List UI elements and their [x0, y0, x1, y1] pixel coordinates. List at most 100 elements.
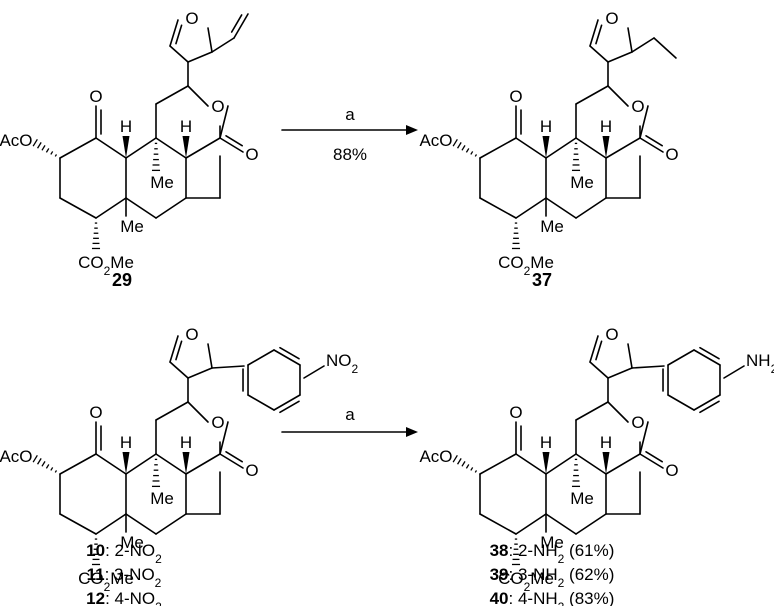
bond	[95, 453, 127, 475]
lactone-oxygen-label: O	[631, 413, 644, 432]
bond	[207, 27, 213, 53]
acetoxy-hash-bond	[452, 454, 478, 473]
ketone-oxygen-label: O	[89, 403, 102, 422]
reaction-arrow-2	[281, 427, 418, 437]
bond	[515, 513, 547, 535]
bond	[185, 453, 221, 475]
bond	[605, 453, 641, 475]
bond	[219, 105, 229, 139]
furan-double-bond-inner	[595, 24, 603, 45]
bond	[59, 453, 97, 475]
bond	[627, 27, 633, 53]
bond	[155, 137, 187, 159]
lactone-junction-h-label: H	[180, 117, 192, 136]
ring-junction-h-label: H	[120, 433, 132, 452]
furan-oxygen-label: O	[185, 325, 198, 344]
lactone-carbonyl-bond-inner	[645, 451, 663, 463]
amino-compound-label-39: 39: 3-NH2 (62%)	[490, 565, 615, 590]
bond	[627, 343, 633, 369]
methyl-ester-label: CO2Me	[498, 569, 554, 594]
bond	[211, 37, 235, 53]
bond	[607, 367, 633, 379]
ring-junction-h-label: H	[120, 117, 132, 136]
amino-compound-label-40: 40: 4-NH2 (83%)	[490, 589, 615, 606]
bond	[545, 513, 577, 535]
bond	[607, 51, 633, 63]
bond	[607, 401, 629, 423]
bond	[207, 343, 213, 369]
reagent-label-2: a	[345, 405, 355, 424]
methyl-ester-label: CO2Me	[498, 253, 554, 278]
bond	[479, 453, 517, 475]
bond	[169, 45, 189, 63]
bond	[155, 197, 187, 219]
arrow-head	[406, 125, 418, 135]
lactone-oxygen-label: O	[211, 413, 224, 432]
hash-stroke	[452, 138, 458, 147]
lactone-carbonyl-bond	[639, 453, 664, 469]
h-wedge-bond	[602, 136, 610, 158]
hash-stroke	[456, 458, 462, 465]
aryl-double-bond	[273, 394, 301, 411]
methyl-hash-bond	[571, 458, 581, 488]
aryl-bond	[667, 394, 695, 411]
acetoxy-label: AcO	[419, 131, 452, 150]
bond	[185, 137, 221, 159]
hash-stroke	[45, 464, 50, 469]
bond	[575, 137, 607, 159]
bond	[187, 85, 209, 107]
ketone-oxygen-label: O	[509, 403, 522, 422]
hash-stroke	[470, 151, 474, 155]
bond	[575, 401, 609, 421]
bond	[187, 51, 213, 63]
h-wedge-bond	[182, 452, 190, 474]
h-wedge-bond	[542, 452, 550, 474]
bond	[187, 367, 213, 379]
bond	[545, 197, 577, 219]
bond	[155, 513, 187, 535]
aryl-double-bond	[693, 349, 721, 366]
bond	[187, 401, 209, 423]
hash-stroke	[474, 154, 478, 157]
nitro-compound-label-11: 11: 3-NO2	[87, 565, 162, 590]
hash-stroke	[452, 454, 458, 463]
compound-number-37: 37	[532, 270, 552, 290]
h-wedge-bond	[602, 452, 610, 474]
methyl-label: Me	[540, 217, 564, 236]
carbonyl-oxygen-label: O	[245, 145, 258, 164]
h-wedge-bond	[122, 452, 130, 474]
vinyl-double-bond	[233, 13, 249, 39]
furan-double-bond-inner	[595, 340, 603, 361]
bond	[607, 85, 629, 107]
angular-methyl-label: Me	[570, 173, 594, 192]
aryl-substituent-label: NO2	[326, 351, 359, 376]
arrow-head	[406, 427, 418, 437]
vinyl-double-bond-inner	[230, 14, 243, 33]
ketone-oxygen-label: O	[89, 87, 102, 106]
ester-hash-bond	[511, 538, 521, 566]
bond	[479, 513, 517, 535]
lactone-oxygen-label: O	[211, 97, 224, 116]
bond	[95, 197, 127, 219]
bond	[95, 137, 127, 159]
bond	[575, 197, 607, 219]
acetoxy-label: AcO	[0, 447, 33, 466]
acetoxy-label: AcO	[419, 447, 452, 466]
hash-stroke	[32, 454, 38, 463]
methyl-ester-label: CO2Me	[78, 253, 134, 278]
nitro-compound-label-12: 12: 4-NO2	[86, 589, 162, 606]
hash-stroke	[461, 461, 466, 467]
bond	[95, 513, 127, 535]
hash-stroke	[461, 145, 466, 151]
ring-junction-h-label: H	[540, 433, 552, 452]
reagent-label-1: a	[345, 105, 355, 124]
bond	[479, 197, 517, 219]
furan-double-bond	[169, 335, 179, 363]
h-wedge-bond	[182, 136, 190, 158]
lactone-carbonyl-bond	[219, 453, 244, 469]
